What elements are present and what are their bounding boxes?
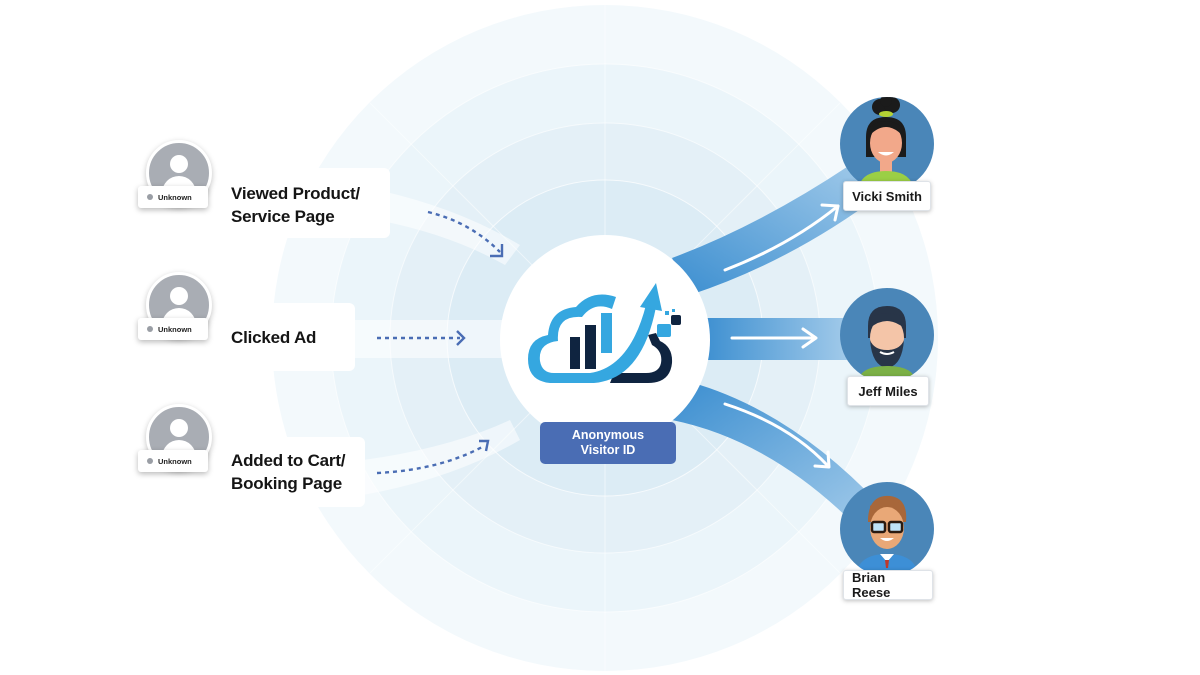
person-name-tag: Vicki Smith — [843, 181, 931, 211]
unknown-status-tag: Unknown — [138, 450, 208, 472]
source-action-label: Viewed Product/ Service Page — [231, 182, 360, 228]
source-card-clicked-ad — [215, 303, 355, 371]
unknown-visitor-avatar: Unknown — [138, 272, 218, 352]
arrowhead-mid-icon — [456, 330, 466, 346]
status-label: Unknown — [158, 456, 192, 466]
arrowhead-top-icon — [490, 244, 504, 258]
logo-bar-2 — [585, 325, 596, 369]
person-name: Brian Reese — [852, 570, 891, 600]
action-line-2: Service Page — [231, 207, 335, 226]
bearded-man-avatar-icon — [840, 288, 934, 382]
logo-cloud-outline — [528, 294, 656, 383]
white-arrowhead-bottom-icon — [813, 450, 831, 469]
man-glasses-avatar-icon — [840, 482, 934, 576]
logo-pixel-1 — [657, 324, 671, 337]
status-label: Unknown — [158, 324, 192, 334]
output-arrows — [723, 203, 840, 469]
unknown-visitor-avatar: Unknown — [138, 404, 218, 484]
cloud-growth-chart-logo — [528, 283, 681, 383]
white-arrow-top — [723, 204, 840, 272]
status-dot-icon — [147, 458, 153, 464]
unknown-visitor-avatar: Unknown — [138, 140, 218, 220]
logo-pixel-4 — [672, 309, 675, 312]
action-line-2: Booking Page — [231, 474, 342, 493]
logo-bar-1 — [570, 337, 580, 369]
arrowhead-bottom-icon — [479, 439, 490, 452]
badge-line-1: Anonymous — [571, 428, 645, 442]
logo-bar-3 — [601, 313, 612, 353]
status-label: Unknown — [158, 192, 192, 202]
white-arrowhead-mid-icon — [801, 327, 818, 349]
dashed-arrow-top — [427, 210, 501, 253]
logo-pixel-3 — [665, 311, 669, 315]
logo-pixel-2 — [671, 315, 681, 325]
status-dot-icon — [147, 326, 153, 332]
anonymous-visitor-id-badge: Anonymous Visitor ID — [540, 422, 676, 464]
action-line-1: Added to Cart/ — [231, 451, 346, 470]
woman-avatar-icon — [840, 97, 934, 191]
white-arrowhead-top-icon — [820, 203, 840, 222]
badge-line-2: Visitor ID — [580, 443, 636, 457]
dashed-arrows — [376, 210, 501, 475]
person-name: Jeff Miles — [858, 383, 918, 399]
logo-arrow-up-icon — [640, 283, 662, 311]
identified-person-vicki: Vicki Smith — [838, 97, 938, 227]
source-card-viewed-product — [215, 168, 390, 238]
unknown-status-tag: Unknown — [138, 318, 208, 340]
source-action-label: Clicked Ad — [231, 326, 316, 349]
status-dot-icon — [147, 194, 153, 200]
dashed-arrow-bottom — [376, 444, 485, 475]
logo-navy-swoop — [610, 333, 673, 383]
identified-person-brian: Brian Reese — [838, 482, 938, 612]
person-name-tag: Jeff Miles — [847, 376, 929, 406]
unknown-status-tag: Unknown — [138, 186, 208, 208]
output-band-bottom — [672, 382, 880, 525]
person-name: Vicki Smith — [852, 188, 922, 204]
source-card-added-to-cart — [215, 437, 365, 507]
identified-person-jeff: Jeff Miles — [838, 288, 938, 418]
white-arrow-bottom — [723, 402, 830, 468]
action-line-1: Viewed Product/ — [231, 184, 360, 203]
person-name-tag: Brian Reese — [843, 570, 933, 600]
output-band-top — [672, 165, 880, 295]
source-action-label: Added to Cart/ Booking Page — [231, 449, 346, 495]
dashed-arrowheads — [456, 244, 504, 452]
action-line-1: Clicked Ad — [231, 328, 317, 347]
